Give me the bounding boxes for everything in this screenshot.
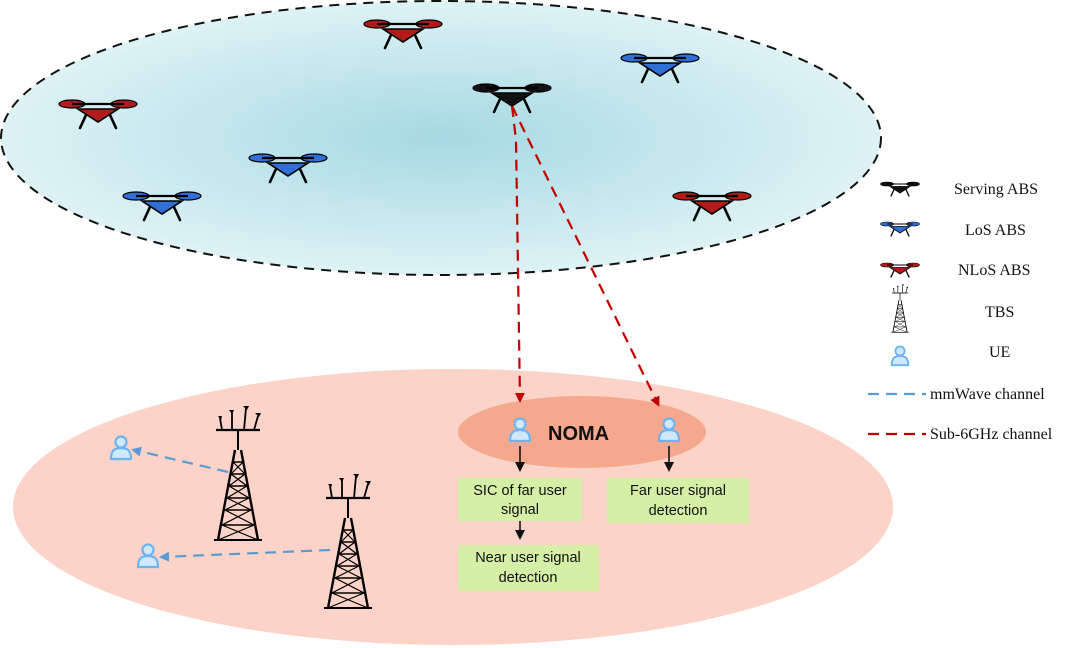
sub6ghz-link-near-user: [510, 105, 525, 403]
legend-ue: UE: [989, 344, 1010, 361]
near-detection-line1: Near user signal: [475, 550, 581, 566]
far-detection-line1: Far user signal: [630, 483, 726, 499]
near-detection-line2: detection: [499, 570, 558, 586]
legend-tbs: TBS: [985, 304, 1014, 321]
sub6ghz-link-far-user: [511, 105, 660, 407]
legend-los-abs: LoS ABS: [965, 222, 1026, 239]
noma-label: NOMA: [548, 423, 609, 445]
sic-box-line1: SIC of far user: [473, 483, 567, 499]
legend-sub6ghz-channel: Sub-6GHz channel: [930, 426, 1053, 443]
ground-layer-ellipse: [13, 369, 893, 645]
far-detection-box: [607, 478, 749, 523]
nlos-abs-legend-icon: [879, 262, 921, 278]
aerial-layer-ellipse: [0, 0, 882, 276]
legend-serving-abs: Serving ABS: [954, 181, 1038, 198]
legend: Serving ABS LoS ABS NLoS ABS TBS UE mmWa…: [868, 181, 1053, 443]
sic-box-line2: signal: [501, 502, 539, 518]
sic-box: [458, 478, 582, 521]
mmwave-link: [131, 446, 229, 474]
far-detection-line2: detection: [649, 503, 708, 519]
ue-legend-icon: [890, 345, 910, 367]
mmwave-link: [159, 548, 331, 562]
legend-nlos-abs: NLoS ABS: [958, 262, 1030, 279]
tbs-legend-icon: [890, 283, 910, 333]
los-abs-legend-icon: [879, 221, 921, 237]
serving-abs-legend-icon: [879, 181, 921, 197]
near-detection-box: [458, 545, 599, 591]
legend-mmwave-channel: mmWave channel: [930, 386, 1045, 403]
